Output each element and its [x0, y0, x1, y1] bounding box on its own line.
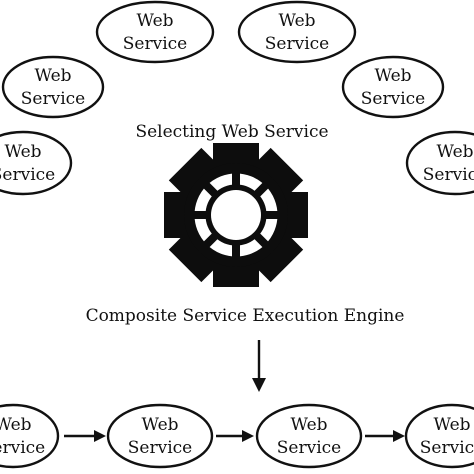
down-arrow: [252, 340, 266, 392]
chain-service-label-line2: Service: [128, 438, 192, 458]
chain-service-node: Web Service: [106, 403, 214, 469]
pool-service-label-line2: Service: [21, 89, 85, 109]
chain-arrow: [64, 430, 106, 442]
chain-service-node: Web Service: [404, 403, 474, 469]
pool-service-label-line1: Web: [436, 142, 473, 162]
chain-service-label-line2: Service: [277, 438, 341, 458]
pool-service-label-line1: Web: [374, 66, 411, 86]
pool-service-label-line1: Web: [136, 11, 173, 31]
chain-service-label-line1: Web: [141, 415, 178, 435]
chain-service-label-line1: Web: [0, 415, 32, 435]
selection-caption: Selecting Web Service: [135, 122, 328, 142]
gear-icon: [164, 143, 308, 287]
pool-service-node: Web Service: [95, 0, 215, 64]
chain-service-node: Web Service: [255, 403, 363, 469]
pool-service-node: Web Service: [341, 55, 445, 119]
pool-service-label-line2: Service: [0, 165, 55, 185]
pool-service-node: Web Service: [237, 0, 357, 64]
chain-arrow: [216, 430, 254, 442]
pool-service-label-line2: Service: [123, 34, 187, 54]
chain-service-label-line1: Web: [290, 415, 327, 435]
pool-service-node: Web Service: [1, 55, 105, 119]
pool-service-label-line1: Web: [34, 66, 71, 86]
chain-arrow: [365, 430, 405, 442]
pool-service-label-line2: Service: [361, 89, 425, 109]
chain-service-label-line2: Service: [0, 438, 45, 458]
service-chain: Web Service Web Service Web Service Web: [0, 403, 474, 469]
service-pool: Web Service Web Service Web Service Web …: [0, 0, 474, 196]
pool-service-label-line2: Service: [423, 165, 474, 185]
pool-service-node: Web Service: [0, 130, 73, 196]
chain-service-label-line1: Web: [433, 415, 470, 435]
chain-service-label-line2: Service: [420, 438, 474, 458]
pool-service-node: Web Service: [405, 130, 474, 196]
pool-service-label-line2: Service: [265, 34, 329, 54]
pool-service-label-line1: Web: [4, 142, 41, 162]
chain-service-node: Web Service: [0, 403, 60, 469]
pool-service-label-line1: Web: [278, 11, 315, 31]
engine-caption: Composite Service Execution Engine: [86, 306, 405, 326]
